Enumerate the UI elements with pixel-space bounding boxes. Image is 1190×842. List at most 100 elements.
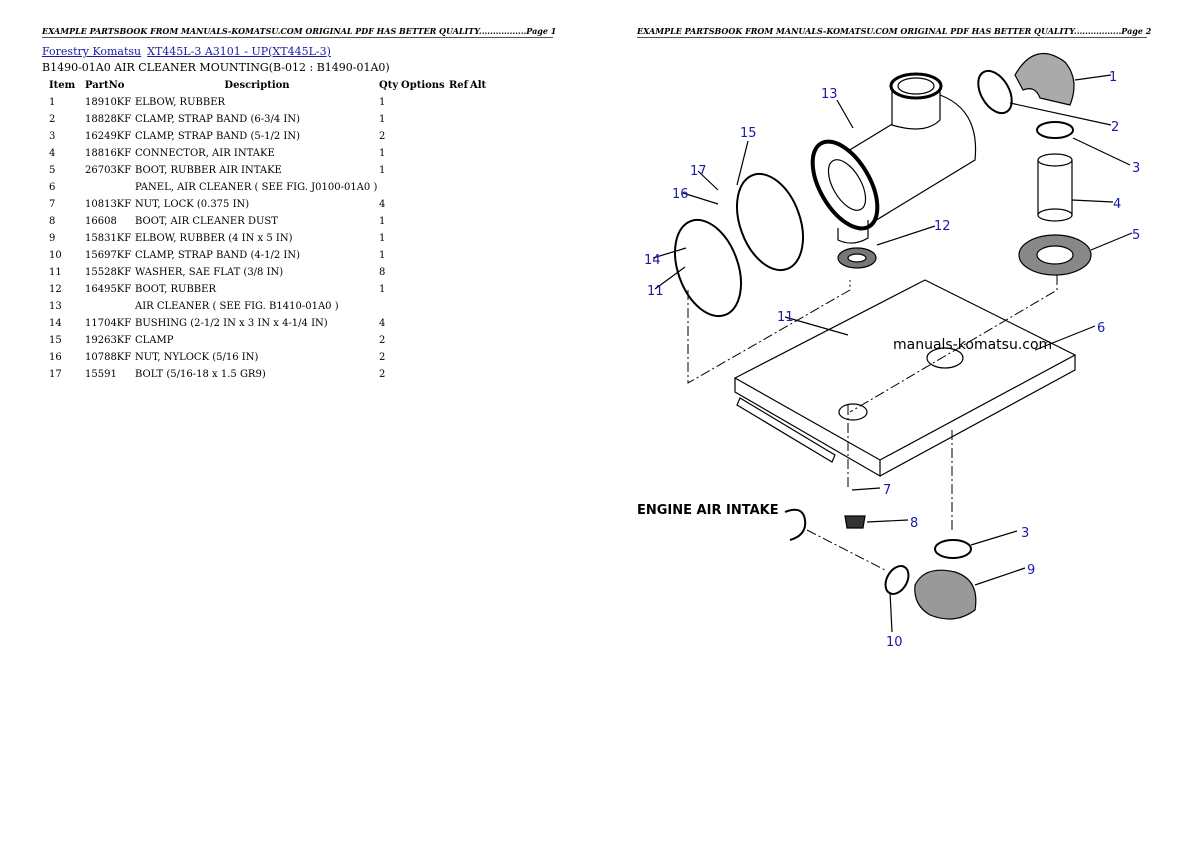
cell-options	[401, 349, 449, 366]
cell-alt	[470, 162, 490, 179]
callout-label: 12	[934, 219, 951, 234]
air-intake-connector-part	[1037, 153, 1073, 222]
cell-alt	[470, 196, 490, 213]
cell-partno: 11704KF	[85, 318, 132, 329]
cell-item: 17	[49, 369, 62, 380]
col-header-partno: PartNo	[85, 80, 125, 91]
strap-band-clamp-part	[977, 69, 1013, 115]
cell-item: 3	[49, 131, 56, 142]
cell-alt	[470, 366, 490, 383]
breadcrumb-link-forestry-komatsu[interactable]: Forestry Komatsu	[42, 45, 142, 58]
cell-qty: 8	[379, 267, 386, 278]
cell-ref	[449, 366, 470, 383]
cell-item: 2	[49, 114, 56, 125]
cell-alt	[470, 315, 490, 332]
cell-options	[401, 111, 449, 128]
col-header-description: Description	[224, 80, 290, 91]
callout-label: 11	[647, 284, 664, 299]
cell-partno: 15591	[85, 369, 117, 380]
cell-options	[401, 332, 449, 349]
cell-alt	[470, 145, 490, 162]
cell-partno: 15697KF	[85, 250, 132, 261]
page-header: EXAMPLE PARTSBOOK FROM MANUALS-KOMATSU.C…	[42, 26, 557, 38]
cell-description: BOLT (5/16-18 x 1.5 GR9)	[135, 369, 266, 380]
cell-ref	[449, 179, 470, 196]
cell-alt	[470, 264, 490, 281]
cell-item: 10	[49, 250, 62, 261]
table-header-row: Item PartNo Description Qty Options Ref …	[42, 77, 490, 94]
cell-item: 16	[49, 352, 62, 363]
callout-label: 8	[910, 516, 918, 531]
engine-intake-clip	[784, 508, 807, 541]
cell-ref	[449, 162, 470, 179]
col-header-options: Options	[401, 80, 445, 91]
clamp-part	[736, 172, 804, 272]
cell-qty: 1	[379, 250, 386, 261]
air-cleaner-panel-part	[733, 279, 1077, 478]
cell-alt	[470, 281, 490, 298]
cell-description: BOOT, RUBBER	[135, 284, 216, 295]
cell-alt	[470, 230, 490, 247]
cell-options	[401, 230, 449, 247]
cell-options	[401, 247, 449, 264]
cell-alt	[470, 94, 490, 111]
cell-item: 6	[49, 182, 56, 193]
cell-qty: 2	[379, 131, 386, 142]
col-header-ref: Ref	[449, 80, 468, 91]
callout-label: 6	[1097, 321, 1105, 336]
cell-description: ELBOW, RUBBER (4 IN x 5 IN)	[135, 233, 293, 244]
cell-description: WASHER, SAE FLAT (3/8 IN)	[135, 267, 284, 278]
parts-table: Item PartNo Description Qty Options Ref …	[42, 77, 490, 383]
callout-label: 7	[883, 483, 891, 498]
callout-label: 10	[886, 635, 903, 650]
callout-label: 16	[672, 187, 689, 202]
diagram-text: manuals-komatsu.com ENGINE AIR INTAKE	[637, 337, 1052, 518]
cell-qty: 1	[379, 97, 386, 108]
cell-qty: 4	[379, 318, 386, 329]
cell-options	[401, 94, 449, 111]
cell-description: NUT, NYLOCK (5/16 IN)	[135, 352, 259, 363]
cell-ref	[449, 213, 470, 230]
page-1: EXAMPLE PARTSBOOK FROM MANUALS-KOMATSU.C…	[42, 26, 557, 383]
cell-description: CLAMP, STRAP BAND (6-3/4 IN)	[135, 114, 301, 125]
cell-ref	[449, 94, 470, 111]
breadcrumb-link-model[interactable]: XT445L-3 A3101 - UP(XT445L-3)	[147, 45, 331, 58]
cell-description: BUSHING (2-1/2 IN x 3 IN x 4-1/4 IN)	[135, 318, 328, 329]
cell-options	[401, 281, 449, 298]
col-header-alt: Alt	[470, 80, 487, 91]
cell-description: CONNECTOR, AIR INTAKE	[135, 148, 275, 159]
cell-partno	[85, 179, 135, 196]
cell-ref	[449, 196, 470, 213]
diagram-title: ENGINE AIR INTAKE	[637, 503, 779, 518]
cell-options	[401, 145, 449, 162]
cell-options	[401, 179, 449, 196]
cell-partno	[85, 298, 135, 315]
cell-qty: 1	[379, 284, 386, 295]
cell-ref	[449, 230, 470, 247]
callout-label: 13	[821, 87, 838, 102]
cell-description: BOOT, AIR CLEANER DUST	[135, 216, 278, 227]
callout-label: 14	[644, 253, 661, 268]
cell-qty: 4	[379, 199, 386, 210]
cell-item: 15	[49, 335, 62, 346]
cell-partno: 18910KF	[85, 97, 132, 108]
cell-partno: 15528KF	[85, 267, 132, 278]
cell-partno: 16249KF	[85, 131, 132, 142]
cell-options	[401, 162, 449, 179]
cell-description: NUT, LOCK (0.375 IN)	[135, 199, 250, 210]
cell-description: CLAMP	[135, 335, 174, 346]
cell-qty: 1	[379, 165, 386, 176]
cell-item: 9	[49, 233, 56, 244]
cell-item: 11	[49, 267, 62, 278]
rubber-air-intake-boot-part	[1018, 234, 1092, 276]
cell-description: CLAMP, STRAP BAND (5-1/2 IN)	[135, 131, 301, 142]
cell-options	[401, 128, 449, 145]
cell-qty: 1	[379, 114, 386, 125]
